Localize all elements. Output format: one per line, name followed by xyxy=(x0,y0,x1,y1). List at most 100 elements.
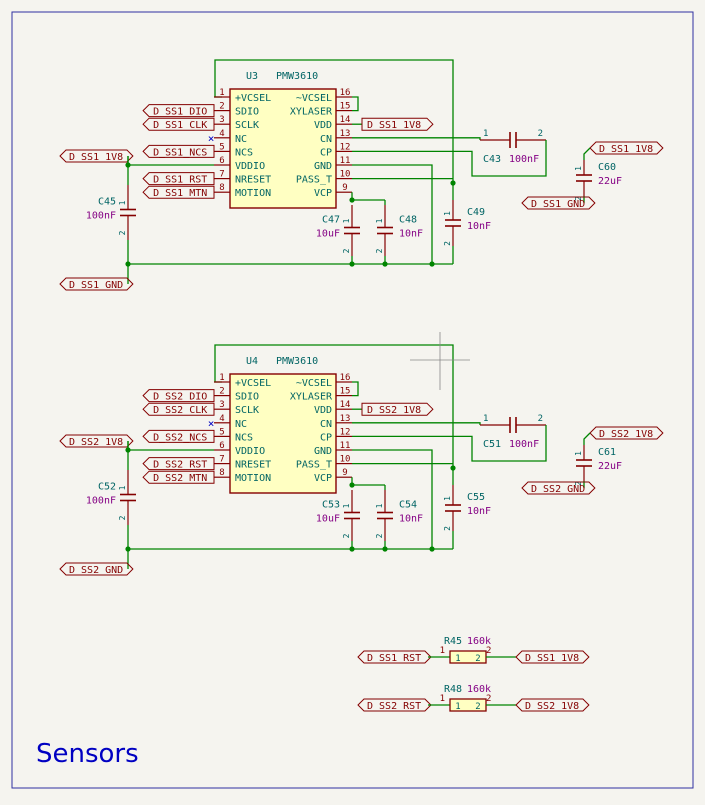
sensor1-pin-7-number: 7 xyxy=(219,170,224,180)
sensor1-pin-1-number: 1 xyxy=(219,88,224,98)
sheet-title: Sensors xyxy=(36,739,139,769)
sensor1-pin-8-number: 8 xyxy=(219,183,224,193)
sensor1-cdec-ref: C45 xyxy=(98,197,116,208)
junction-dot xyxy=(125,261,131,267)
sensor2-cpass-ref: C55 xyxy=(467,492,485,503)
sensor2-pin-2-name: SDIO xyxy=(235,392,259,403)
sensor1-label-rst: D_SS1_RST xyxy=(153,175,207,186)
sensor1-bulk-top-wire xyxy=(583,147,591,160)
resistor2-pin2: 2 xyxy=(486,694,491,704)
sensor1-cvcp-pin2: 2 xyxy=(342,248,351,253)
sensor1-cflying-value: 100nF xyxy=(509,154,539,165)
sensor2-label-bulk-top-flag xyxy=(589,426,664,440)
resistor1-ref: R45 xyxy=(444,636,462,647)
junction-dot xyxy=(349,197,355,203)
sensor1-label-gnd-flag xyxy=(59,277,134,291)
sensor2-pin-5-name: NCS xyxy=(235,432,253,443)
sensor2-pin-14-number: 14 xyxy=(340,400,351,410)
sensor2-cflying-ref: C51 xyxy=(483,439,501,450)
sensor2-label-rst-flag xyxy=(142,457,215,471)
resistor1-value: 160k xyxy=(467,636,491,647)
sensor1-pin-11-name: GND xyxy=(314,161,332,172)
sensor1-pin-15-name: XYLASER xyxy=(290,107,333,118)
sensor2-label-bulk-gnd-flag xyxy=(521,481,596,495)
sensor2-pin-7-number: 7 xyxy=(219,455,224,465)
sensor2-label-sdio-flag xyxy=(142,389,215,403)
resistor2-label-right-flag xyxy=(515,698,590,712)
sensor1-cpass-pin2: 2 xyxy=(443,241,452,246)
sensor1-pin-2-number: 2 xyxy=(219,102,224,112)
sensor1-value: PMW3610 xyxy=(276,71,318,82)
sensor1-label-sdio-flag xyxy=(142,104,215,118)
junction-dot xyxy=(429,546,435,552)
sensor1-pin-9-name: VCP xyxy=(314,188,332,199)
sensor2-label-1v8: D_SS2_1V8 xyxy=(69,437,123,448)
resistor2-inner-pin2: 2 xyxy=(475,702,480,712)
junction-dot xyxy=(125,447,131,453)
sensor2-cvcp2-pin2: 2 xyxy=(375,533,384,538)
sensor2-pin-9-name: VCP xyxy=(314,473,332,484)
sensor2-cbulk-pin2: 2 xyxy=(574,481,583,486)
sensor2-pin-3-number: 3 xyxy=(219,400,224,410)
sensor2-label-mtn-flag xyxy=(142,470,215,484)
resistor2-pin1: 1 xyxy=(440,694,445,704)
sensor1-ic-body xyxy=(229,88,337,209)
sensor2-cpass-value: 10nF xyxy=(467,506,491,517)
sensor1-pin-1-name: +VCSEL xyxy=(235,93,271,104)
sensor2-pin-12-name: CP xyxy=(320,432,332,443)
sensor2-pin-12-number: 12 xyxy=(340,427,351,437)
sensor2-gnd-pin-wire xyxy=(352,449,433,549)
sensor2-label-ncs-flag xyxy=(142,429,215,443)
sensor1-noconnect-icon: × xyxy=(208,132,215,145)
sensor1-label-1v8-flag xyxy=(59,149,134,163)
sensor1-pin-8-name: MOTION xyxy=(235,188,271,199)
sensor2-cdec-pin2: 2 xyxy=(118,515,127,520)
sensor1-cvcp2-value: 10nF xyxy=(399,229,423,240)
sensor1-cpass-ref: C49 xyxy=(467,207,485,218)
sensor2-cvcp-value: 10uF xyxy=(316,514,340,525)
sensor2-label-bulk-gnd: D_SS2_GND xyxy=(531,484,585,495)
sensor1-cvcp2-ref: C48 xyxy=(399,215,417,226)
sensor2-label-ncs: D_SS2_NCS xyxy=(153,432,207,443)
sensor2-cdec-ref: C52 xyxy=(98,482,116,493)
resistor1-pin1: 1 xyxy=(440,646,445,656)
sensor1-pin-6-name: VDDIO xyxy=(235,161,265,172)
sensor2-cvcp-pin1: 1 xyxy=(342,503,351,508)
sensor2-label-rst: D_SS2_RST xyxy=(153,460,207,471)
sensor1-label-vdd-flag xyxy=(361,117,434,131)
sensor2-cpass-pin2: 2 xyxy=(443,526,452,531)
resistor1-label-right: D_SS1_1V8 xyxy=(525,653,579,664)
junction-dot xyxy=(125,546,131,552)
sensor1-cvcp2-pin2: 2 xyxy=(375,248,384,253)
junction-dot xyxy=(450,465,456,471)
sensor2-ic-body xyxy=(229,373,337,494)
junction-dot xyxy=(382,546,388,552)
sensor2-cflying-pin2: 2 xyxy=(538,414,543,424)
sensor1-pin-9-number: 9 xyxy=(342,183,347,193)
sensor1-pin-12-number: 12 xyxy=(340,142,351,152)
sensor2-pin-14-name: VDD xyxy=(314,405,332,416)
sensor1-pin-14-number: 14 xyxy=(340,115,351,125)
sensor2-pin-13-name: CN xyxy=(320,419,332,430)
sensor2-pin-11-name: GND xyxy=(314,446,332,457)
sensor1-cbulk-value: 22uF xyxy=(598,176,622,187)
sensor1-label-sdio: D_SS1_DIO xyxy=(153,107,207,118)
sensor1-pin-6-number: 6 xyxy=(219,156,224,166)
sensor1-label-sclk: D_SS1_CLK xyxy=(153,120,207,131)
sensor1-cvcp-pin1: 1 xyxy=(342,218,351,223)
sensor1-label-bulk-top: D_SS1_1V8 xyxy=(599,144,653,155)
resistor1-pin2: 2 xyxy=(486,646,491,656)
sensor2-label-sclk-flag xyxy=(142,402,215,416)
sensor1-pin-2-name: SDIO xyxy=(235,107,259,118)
sensor2-pin-16-name: ~VCSEL xyxy=(296,378,332,389)
resistor2-ref: R48 xyxy=(444,684,462,695)
sensor1-refdes: U3 xyxy=(246,71,258,82)
sensor2-cdec-value: 100nF xyxy=(86,496,116,507)
sensor1-cvcp2-pin1: 1 xyxy=(375,218,384,223)
sensor1-label-bulk-gnd: D_SS1_GND xyxy=(531,199,585,210)
sensor1-pin-3-number: 3 xyxy=(219,115,224,125)
resistor2-value: 160k xyxy=(467,684,491,695)
sensor2-pin-16-number: 16 xyxy=(340,373,351,383)
sensor2-label-mtn: D_SS2_MTN xyxy=(153,473,207,484)
